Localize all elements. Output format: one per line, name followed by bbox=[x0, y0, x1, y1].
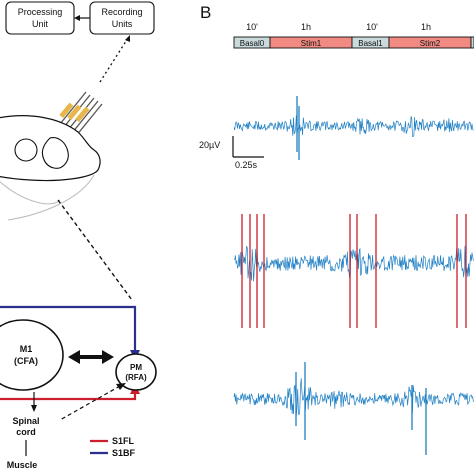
s1fl-path bbox=[0, 390, 137, 401]
scalebar-amplitude: 20µV bbox=[199, 140, 220, 150]
panel-b: B 10' 1h 10' 1h Basal0 Stim1 Basal1 Stim2 2… bbox=[199, 3, 474, 455]
brain-outline bbox=[0, 115, 101, 221]
panel-a: Processing Unit Recording Units bbox=[0, 1, 157, 470]
electrode-array bbox=[59, 91, 103, 137]
trace-stim-s1bf bbox=[233, 362, 474, 455]
timeline-label-stim2: Stim2 bbox=[420, 39, 441, 48]
spinal-label: Spinal bbox=[12, 416, 39, 426]
data-arrow bbox=[74, 15, 90, 21]
trace-signal bbox=[233, 115, 474, 138]
duration-label-basal1: 10' bbox=[366, 22, 378, 32]
legend: S1FL S1BF bbox=[90, 436, 136, 458]
pm-label: PM bbox=[130, 363, 142, 372]
cord-label: cord bbox=[16, 427, 36, 437]
processing-unit-label-1: Processing bbox=[18, 7, 63, 17]
timeline: 10' 1h 10' 1h Basal0 Stim1 Basal1 Stim2 bbox=[233, 22, 474, 49]
duration-label-stim1: 1h bbox=[301, 22, 311, 32]
timeline-segment-tail bbox=[470, 36, 474, 49]
duration-label-stim2: 1h bbox=[421, 22, 431, 32]
trace-signal bbox=[233, 245, 474, 282]
recording-units-label-1: Recording bbox=[101, 7, 142, 17]
timeline-bar: Basal0 Stim1 Basal1 Stim2 bbox=[233, 36, 474, 49]
timeline-label-basal1: Basal1 bbox=[358, 39, 383, 48]
trace-signal bbox=[233, 378, 474, 416]
m1-area: M1 (CFA) bbox=[0, 319, 64, 391]
electrode-cable bbox=[99, 35, 130, 83]
m1-label: M1 bbox=[20, 344, 33, 354]
pm-area: PM (RFA) bbox=[115, 353, 157, 391]
trace-basal bbox=[233, 96, 474, 160]
m1-sublabel: (CFA) bbox=[14, 356, 38, 366]
timeline-label-basal0: Basal0 bbox=[240, 39, 265, 48]
processing-unit-label-2: Unit bbox=[32, 19, 49, 29]
pm-sublabel: (RFA) bbox=[125, 373, 147, 382]
recording-units-box: Recording Units bbox=[89, 1, 155, 35]
legend-s1fl-label: S1FL bbox=[112, 436, 135, 446]
recording-units-label-2: Units bbox=[112, 19, 133, 29]
zoom-line bbox=[57, 199, 133, 301]
timeline-label-stim1: Stim1 bbox=[301, 39, 322, 48]
processing-unit-box: Processing Unit bbox=[5, 1, 75, 35]
muscle-label: Muscle bbox=[7, 460, 38, 470]
m1-pm-double-arrow bbox=[68, 350, 114, 364]
legend-s1bf-label: S1BF bbox=[112, 448, 136, 458]
connectivity-diagram: M1 (CFA) PM (RFA) Spinal cord bbox=[0, 305, 157, 470]
panel-b-letter: B bbox=[200, 3, 211, 22]
duration-label-basal0: 10' bbox=[246, 22, 258, 32]
s1bf-path bbox=[0, 305, 137, 354]
scalebar-time: 0.25s bbox=[235, 160, 258, 170]
trace-stim-s1fl bbox=[233, 214, 474, 328]
scalebar: 20µV 0.25s bbox=[199, 136, 264, 170]
